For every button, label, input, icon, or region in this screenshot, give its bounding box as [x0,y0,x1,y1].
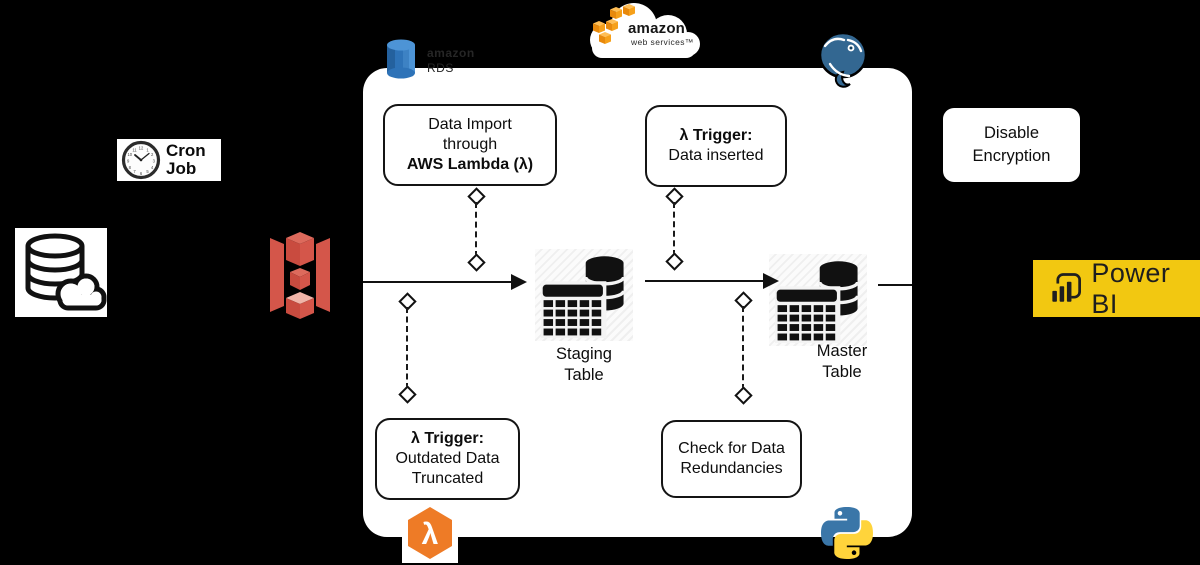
master-table-icon [769,254,867,346]
diamond-icon [467,253,486,272]
aws-brand-label: amazon [628,20,686,37]
clock-num: 4 [151,165,154,170]
data-import-line3: AWS Lambda (λ) [406,156,534,173]
cron-job-card: 12 1 2 3 4 5 6 7 8 9 10 11 Cron Job [117,139,221,181]
diamond-icon [665,252,684,271]
cron-label-line1: Cron [166,141,206,160]
diamond-icon [398,385,417,404]
clock-num: 3 [153,158,156,163]
clock-num: 2 [151,152,154,157]
postgresql-elephant-icon [818,31,868,88]
cron-label-line2: Job [166,159,197,178]
trigger-inserted-line1: λ Trigger: [679,127,753,144]
aws-cubes [593,4,635,44]
data-import-line2: through [442,136,498,153]
master-label-line1: Master [816,342,868,360]
connector-trigger-inserted [665,187,684,271]
staging-label-line1: Staging [556,345,612,363]
rds-brand-label: amazon [427,46,475,60]
data-import-box: Data Import through AWS Lambda (λ) [383,104,557,186]
cron-job-label: Cron Job [166,142,206,178]
powerbi-label: Power BI [1091,257,1171,319]
connector-data-import [467,187,486,272]
trigger-outdated-line3: Truncated [411,470,484,487]
staging-table-label: Staging Table [527,344,641,386]
amazon-rds-icon [387,39,415,79]
arrowhead-icon [511,274,527,290]
clock-icon: 12 1 2 3 4 5 6 7 8 9 10 11 [121,140,161,180]
disable-encryption-line2: Encryption [972,147,1051,165]
lambda-glyph: λ [422,518,439,551]
s3-bucket-icon [270,232,330,319]
aws-lambda-icon: λ [402,503,458,563]
rds-name-label: RDS [427,61,454,75]
staging-table-icon [535,249,633,341]
database-cloud-icon [15,228,107,317]
disable-encryption-card: Disable Encryption [943,108,1080,182]
master-table-label: Master Table [785,341,899,383]
arrowhead-icon [763,273,779,289]
clock-num: 8 [129,165,132,170]
aws-cloud-shape [590,3,700,58]
trigger-data-inserted-box: λ Trigger: Data inserted [645,105,787,187]
line-master-to-powerbi [878,284,912,286]
clock-num: 12 [139,146,144,151]
clock-num: 9 [127,158,130,163]
master-label-line2: Table [822,363,862,381]
disable-encryption-line1: Disable [983,124,1040,142]
check-redundancies-line2: Redundancies [680,460,783,477]
connector-trigger-outdated [398,292,417,404]
powerbi-card: Power BI [1033,257,1200,319]
trigger-outdated-line1: λ Trigger: [411,430,484,447]
connector-check-redundancies [734,291,753,405]
clock-num: 10 [127,152,132,157]
aws-subbrand-label: web services™ [631,37,694,47]
trigger-outdated-box: λ Trigger: Outdated Data Truncated [375,418,520,500]
python-icon [821,507,873,559]
clock-num: 11 [132,147,137,152]
staging-label-line2: Table [564,366,604,384]
aws-cloud-icon: amazon web services™ [576,0,710,64]
trigger-inserted-line2: Data inserted [668,147,764,164]
powerbi-icon [1049,272,1081,307]
clock-num: 7 [133,169,136,174]
diamond-icon [734,386,753,405]
clock-num: 5 [146,169,149,174]
data-import-line1: Data Import [428,116,512,133]
trigger-outdated-line2: Outdated Data [395,450,500,467]
check-redundancies-box: Check for Data Redundancies [661,420,802,498]
clock-num: 1 [146,147,149,152]
clock-num: 6 [140,171,143,176]
check-redundancies-line1: Check for Data [678,440,785,457]
